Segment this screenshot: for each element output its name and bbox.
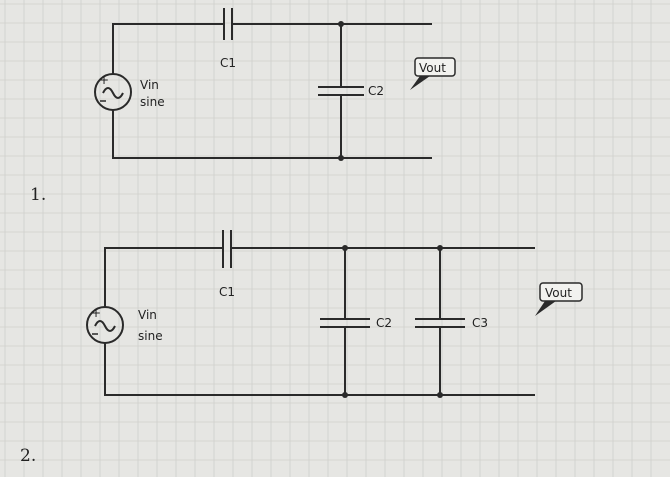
source-type: sine <box>138 329 163 343</box>
source-name: Vin <box>140 78 159 92</box>
wire <box>112 23 224 74</box>
vout-label: Vout <box>545 286 572 300</box>
vout-label: Vout <box>419 61 446 75</box>
junction-dot <box>437 245 443 251</box>
vout-callout: Vout <box>535 282 583 316</box>
c2-label: C2 <box>368 84 384 98</box>
svg-text:+: + <box>91 306 101 320</box>
sine-source-icon: + <box>86 306 124 344</box>
circuit-1: + Vin sine C1 C2 Vout 1. <box>30 8 456 205</box>
junction-dot <box>437 392 443 398</box>
source-type: sine <box>140 95 165 109</box>
junction-dot <box>342 245 348 251</box>
diagram-number: 1. <box>30 185 46 205</box>
c1-label: C1 <box>219 285 235 299</box>
diagram-number: 2. <box>20 446 36 466</box>
junction-dot <box>342 392 348 398</box>
c2-label: C2 <box>376 316 392 330</box>
sine-source-icon: + <box>94 73 132 111</box>
c3-label: C3 <box>472 316 488 330</box>
wire <box>104 343 535 396</box>
junction-dot <box>338 21 344 27</box>
vout-callout: Vout <box>410 57 456 90</box>
wire <box>104 247 223 307</box>
circuit-2: + Vin sine C1 C2 C3 Vout 2. <box>20 230 583 466</box>
wire <box>112 110 432 159</box>
source-name: Vin <box>138 308 157 322</box>
c1-label: C1 <box>220 56 236 70</box>
junction-dot <box>338 155 344 161</box>
svg-text:+: + <box>99 73 109 87</box>
